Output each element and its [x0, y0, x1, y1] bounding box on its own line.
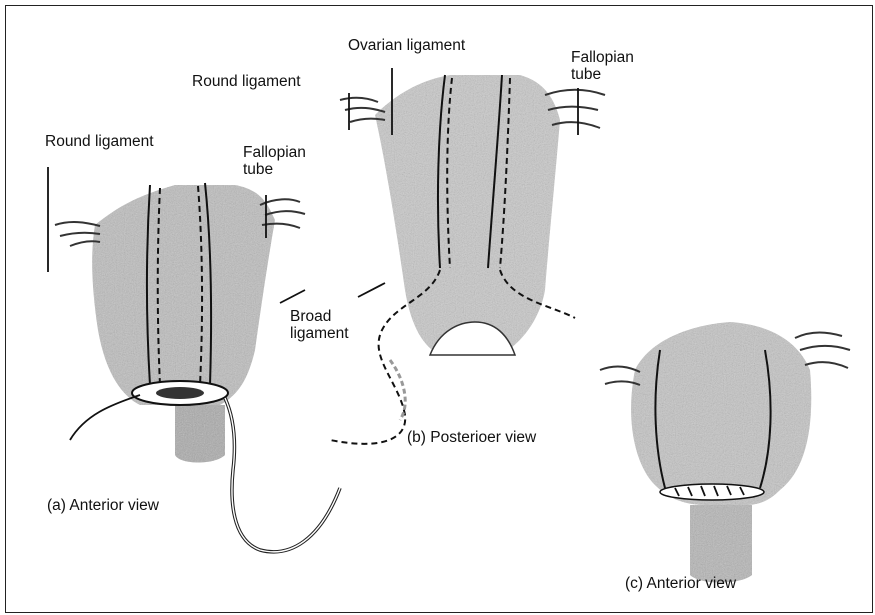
label-round-ligament-b: Round ligament: [192, 73, 301, 90]
label-posterior-view-b: (b) Posterioer view: [407, 429, 536, 446]
label-fallopian-tube-b-text: Fallopian tube: [571, 49, 634, 83]
label-anterior-view-a: (a) Anterior view: [47, 497, 159, 514]
uterus-anterior-a: [48, 167, 385, 552]
label-broad-ligament: Broad ligament: [290, 308, 370, 342]
label-fallopian-tube-a-text: Fallopian tube: [243, 144, 306, 178]
label-round-ligament-a: Round ligament: [45, 133, 154, 150]
uterus-posterior-b: [330, 68, 605, 444]
label-ovarian-ligament: Ovarian ligament: [348, 37, 465, 54]
uterus-anterior-c: [600, 322, 850, 583]
label-broad-ligament-text: Broad ligament: [290, 308, 349, 342]
label-fallopian-tube-a: Fallopian tube: [243, 144, 313, 178]
label-anterior-view-c: (c) Anterior view: [625, 575, 736, 592]
label-fallopian-tube-b: Fallopian tube: [571, 49, 641, 83]
